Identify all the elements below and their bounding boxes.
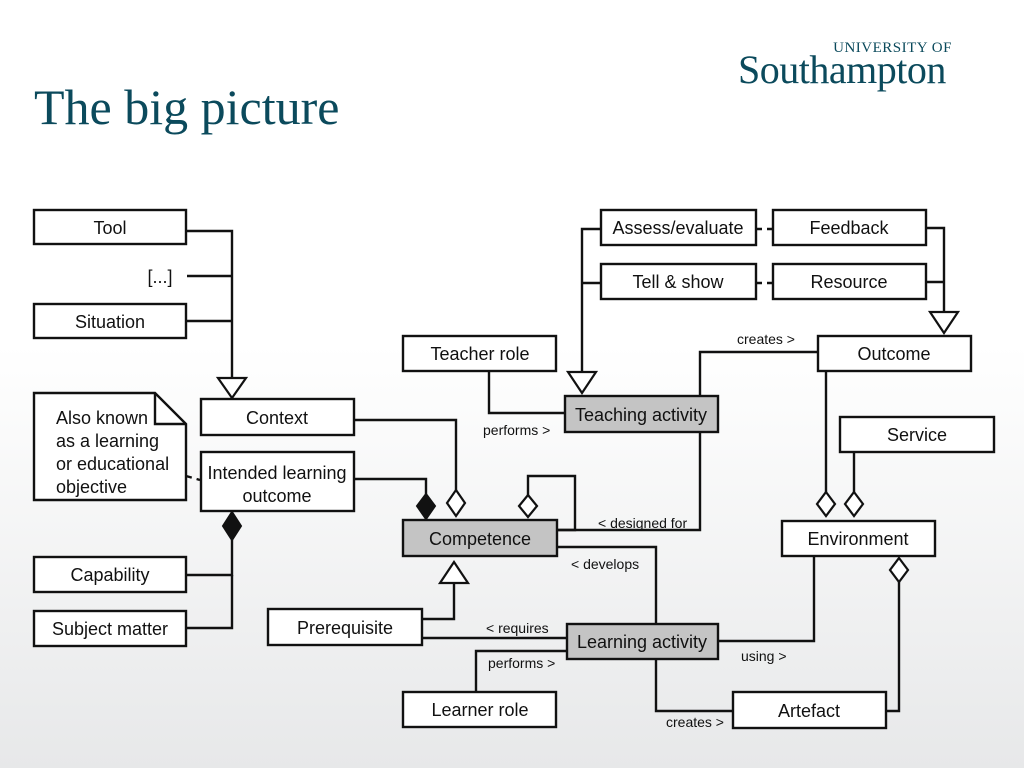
- tell-show-box: Tell & show: [599, 262, 758, 301]
- service-box: Service: [838, 415, 996, 454]
- teaching-generalization-arrow: [565, 370, 599, 395]
- competence-self-diamond: [517, 493, 539, 519]
- assess-label: Assess/evaluate: [612, 218, 743, 238]
- artefact-box: Artefact: [731, 690, 888, 730]
- using-link: [718, 556, 816, 643]
- tool-box: Tool: [32, 208, 188, 246]
- competence-generalization-arrow: [437, 560, 471, 585]
- ellipsis-label: [...]: [147, 267, 172, 287]
- learning-creates-artefact-link: [654, 658, 733, 713]
- environment-artefact-diamond: [888, 556, 910, 584]
- environment-service-diamond: [843, 490, 865, 518]
- performs-teacher-label: performs >: [483, 422, 550, 438]
- context-generalization-arrow: [215, 376, 249, 400]
- outcome-box: Outcome: [816, 334, 973, 373]
- capability-label: Capability: [70, 565, 149, 585]
- note-line-3: or educational: [56, 454, 169, 474]
- artefact-label: Artefact: [778, 701, 840, 721]
- capability-box: Capability: [32, 555, 188, 594]
- creates-bottom-label: creates >: [666, 714, 724, 730]
- slide-title: The big picture: [34, 79, 340, 135]
- situation-label: Situation: [75, 312, 145, 332]
- situation-box: Situation: [32, 302, 188, 340]
- context-competence-link: [354, 418, 458, 490]
- subject-matter-box: Subject matter: [32, 609, 188, 648]
- teacher-performs-link: [487, 371, 565, 415]
- context-label: Context: [246, 408, 308, 428]
- ilo-line-2: outcome: [242, 486, 311, 506]
- prerequisite-generalization: [422, 583, 456, 621]
- designed-for-link: [557, 432, 702, 532]
- competence-aggregation-diamond: [445, 488, 467, 518]
- environment-outcome-diamond: [815, 490, 837, 518]
- prerequisite-label: Prerequisite: [297, 618, 393, 638]
- designed-for-label: < designed for: [598, 515, 687, 531]
- develops-link: [557, 545, 658, 624]
- note-box: Also known as a learning or educational …: [32, 391, 188, 502]
- learning-activity-label: Learning activity: [577, 632, 707, 652]
- teacher-role-label: Teacher role: [430, 344, 529, 364]
- teacher-role-box: Teacher role: [401, 334, 558, 373]
- ilo-competence-link: [354, 477, 428, 494]
- resource-label: Resource: [810, 272, 887, 292]
- university-logo: UNIVERSITY OF Southampton: [738, 40, 952, 92]
- competence-box: Competence: [401, 518, 559, 558]
- ilo-line-1: Intended learning: [207, 463, 346, 483]
- note-connector: [185, 474, 201, 482]
- assess-box: Assess/evaluate: [599, 208, 758, 247]
- note-line-2: as a learning: [56, 431, 159, 451]
- creates-top-label: creates >: [737, 331, 795, 347]
- resource-box: Resource: [771, 262, 928, 301]
- tool-label: Tool: [93, 218, 126, 238]
- competence-label: Competence: [429, 529, 531, 549]
- learner-role-box: Learner role: [401, 690, 558, 729]
- teaching-activity-box: Teaching activity: [563, 394, 720, 434]
- requires-label: < requires: [486, 620, 549, 636]
- environment-box: Environment: [780, 519, 937, 558]
- artefact-environment-link: [886, 582, 901, 713]
- feedback-connector: [926, 226, 946, 312]
- environment-label: Environment: [807, 529, 908, 549]
- note-line-1: Also known: [56, 408, 148, 428]
- competence-composition-diamond: [415, 492, 437, 521]
- develops-label: < develops: [571, 556, 639, 572]
- tell-show-label: Tell & show: [632, 272, 724, 292]
- teaching-creates-outcome-link: [698, 350, 818, 396]
- learner-performs-link: [474, 649, 567, 692]
- subject-matter-label: Subject matter: [52, 619, 168, 639]
- using-label: using >: [741, 648, 787, 664]
- subject-connector: [186, 575, 234, 630]
- assess-connector: [580, 227, 601, 372]
- note-line-4: objective: [56, 477, 127, 497]
- learning-activity-box: Learning activity: [565, 622, 720, 661]
- feedback-label: Feedback: [809, 218, 889, 238]
- prerequisite-box: Prerequisite: [266, 607, 424, 647]
- capability-connector: [186, 540, 234, 577]
- context-box: Context: [199, 397, 356, 437]
- ilo-composition-diamond: [221, 510, 243, 542]
- learner-role-label: Learner role: [431, 700, 528, 720]
- teaching-activity-label: Teaching activity: [575, 405, 707, 425]
- outcome-generalization-arrow: [927, 310, 961, 335]
- service-label: Service: [887, 425, 947, 445]
- ilo-box: Intended learning outcome: [199, 450, 356, 513]
- outcome-label: Outcome: [857, 344, 930, 364]
- feedback-box: Feedback: [771, 208, 928, 247]
- performs-learner-label: performs >: [488, 655, 555, 671]
- tool-connector: [186, 229, 234, 378]
